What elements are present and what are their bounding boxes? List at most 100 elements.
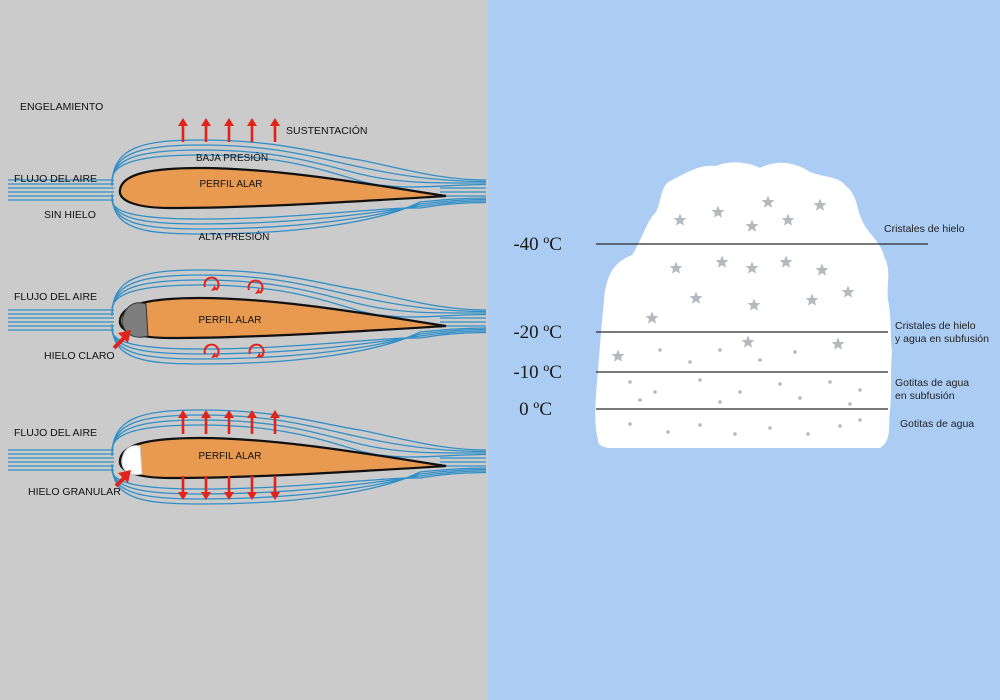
down-arrow-icon (247, 492, 257, 500)
up-arrow-icon (270, 118, 280, 126)
streamline (111, 465, 487, 500)
dot-icon (828, 380, 832, 384)
dot-icon (806, 432, 810, 436)
down-arrow-icon (224, 492, 234, 500)
dot-icon (758, 358, 762, 362)
up-arrow-icon (201, 118, 211, 126)
down-arrow-icon (178, 492, 188, 500)
dot-icon (638, 398, 642, 402)
impact-arrow-icon (118, 470, 131, 483)
up-arrow-icon (178, 410, 188, 418)
turbulence-curl-icon (248, 343, 265, 359)
dot-icon (653, 390, 657, 394)
streamline (111, 463, 487, 505)
cloud-particles (611, 195, 862, 436)
airfoil-diagram-clear-ice (8, 269, 487, 365)
airfoil-diagram-no-ice (8, 118, 487, 235)
up-arrow-icon (178, 118, 188, 126)
dot-icon (793, 350, 797, 354)
zone-label-droplets: Gotitas de agua (900, 418, 974, 430)
airfoil-shape (118, 436, 447, 480)
up-arrow-icon (247, 118, 257, 126)
high-pressure-label: ALTA PRESIÓN (199, 230, 270, 243)
streamline (111, 327, 487, 355)
streamline (111, 274, 487, 315)
dot-icon (798, 396, 802, 400)
streamline (111, 409, 487, 457)
streamline (111, 284, 487, 318)
zone-label-supercooled-line2: en subfusión (895, 390, 955, 402)
dot-icon (698, 423, 702, 427)
zone-label-mixed-line1: Cristales de hielo (895, 320, 976, 332)
up-arrow-icon (201, 410, 211, 418)
turbulence-curl-icon (203, 343, 220, 359)
up-arrow-icon (224, 118, 234, 126)
dot-icon (718, 400, 722, 404)
condition-label-2: HIELO CLARO (44, 350, 115, 362)
airfoil-label-1: PERFIL ALAR (200, 179, 263, 190)
temp-label-4: 0 ºC (519, 399, 552, 420)
down-arrow-icon (201, 492, 211, 500)
streamline (111, 419, 487, 454)
condition-label-3: HIELO GRANULAR (28, 486, 121, 498)
streamline (111, 329, 487, 350)
streamline (111, 269, 487, 317)
diagram-title: ENGELAMIENTO (20, 101, 103, 113)
dot-icon (698, 378, 702, 382)
low-pressure-label: BAJA PRESIÓN (196, 151, 268, 164)
streamline (111, 199, 487, 220)
dot-icon (658, 348, 662, 352)
streamline (111, 144, 487, 185)
airfoil-shape (118, 166, 447, 210)
streamline (111, 424, 487, 458)
streamline (111, 197, 487, 225)
streamline (111, 279, 487, 314)
dot-icon (628, 422, 632, 426)
streamline (111, 195, 487, 230)
impact-arrow-icon (118, 330, 131, 343)
temp-label-1: -40 ºC (513, 234, 562, 255)
flow-label-3: FLUJO DEL AIRE (14, 427, 97, 439)
condition-label-1: SIN HIELO (44, 209, 96, 221)
up-arrow-icon (247, 410, 257, 418)
lift-label: SUSTENTACIÓN (286, 124, 367, 137)
dot-icon (688, 360, 692, 364)
airfoil-diagram-rime-ice (8, 409, 487, 505)
streamline (111, 139, 487, 187)
zone-label-supercooled-line1: Gotitas de agua (895, 377, 969, 389)
dot-icon (738, 390, 742, 394)
temp-label-2: -20 ºC (513, 322, 562, 343)
airfoil-label-3: PERFIL ALAR (199, 451, 262, 462)
streamline (111, 193, 487, 235)
dot-icon (778, 382, 782, 386)
dot-icon (838, 424, 842, 428)
rime-ice-deposit (121, 445, 143, 475)
down-arrow-icon (270, 492, 280, 500)
airfoil-shape (118, 296, 447, 340)
streamline (111, 414, 487, 455)
up-arrow-icon (224, 410, 234, 418)
up-arrow-icon (270, 410, 280, 418)
streamline (111, 467, 487, 495)
flow-label-1: FLUJO DEL AIRE (14, 173, 97, 185)
dot-icon (858, 388, 862, 392)
icing-panel (0, 0, 488, 700)
dot-icon (768, 426, 772, 430)
streamline (111, 325, 487, 360)
dot-icon (858, 418, 862, 422)
airfoil-label-2: PERFIL ALAR (199, 315, 262, 326)
zone-label-ice-crystals: Cristales de hielo (884, 223, 965, 235)
flow-label-2: FLUJO DEL AIRE (14, 291, 97, 303)
dot-icon (848, 402, 852, 406)
zone-label-mixed-line2: y agua en subfusión (895, 333, 989, 345)
streamline (111, 154, 487, 188)
cloud-shape (595, 162, 892, 448)
streamline (111, 149, 487, 184)
dot-icon (666, 430, 670, 434)
streamline (111, 323, 487, 365)
streamline (111, 469, 487, 490)
dot-icon (628, 380, 632, 384)
dot-icon (718, 348, 722, 352)
temp-label-3: -10 ºC (513, 362, 562, 383)
